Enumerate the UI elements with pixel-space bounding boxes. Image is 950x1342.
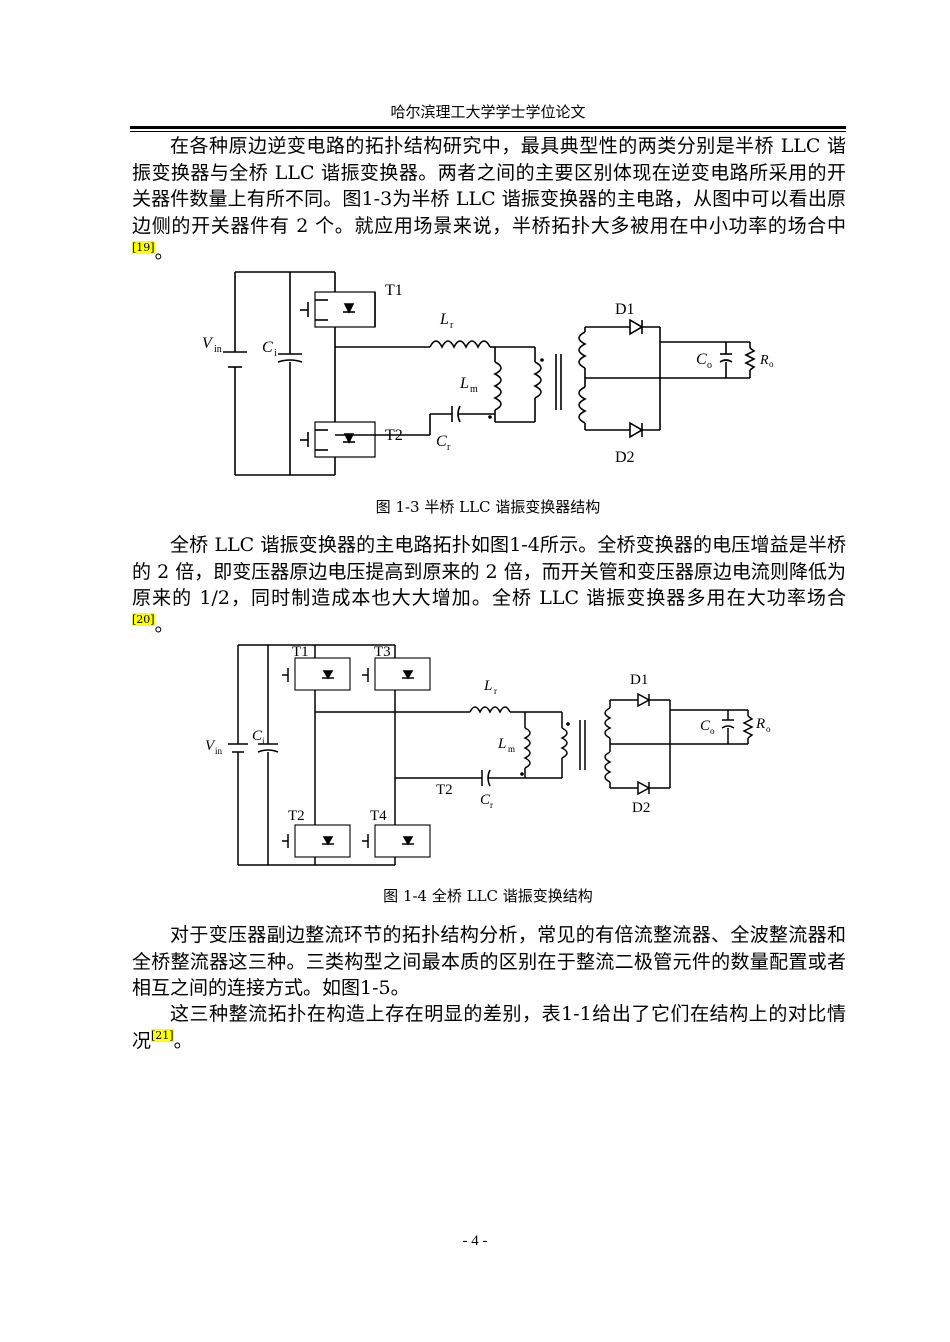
paragraph-1-text: 在各种原边逆变电路的拓扑结构研究中，最具典型性的两类分别是半桥 LLC 谐振变换… <box>132 135 846 237</box>
label-ro: R <box>759 353 769 368</box>
label-d1: D1 <box>630 672 648 688</box>
label-t1: T1 <box>292 644 309 660</box>
label-cr: C <box>480 792 491 808</box>
figure-1-4-caption: 图 1-4 全桥 LLC 谐振变换结构 <box>383 887 593 905</box>
label-cr-sub: r <box>447 442 451 453</box>
page-number: - 4 - <box>462 1233 488 1249</box>
paragraph-4: 这三种整流拓扑在构造上存在明显的差别，表1-1给出了它们在结构上的对比情况[21… <box>132 1001 846 1054</box>
label-t2: T2 <box>385 427 403 444</box>
paragraph-4-text: 这三种整流拓扑在构造上存在明显的差别，表1-1给出了它们在结构上的对比情况 <box>132 1003 846 1052</box>
label-vin: V <box>205 738 216 754</box>
label-ci: C <box>262 339 273 356</box>
paragraph-3-text: 对于变压器副边整流环节的拓扑结构分析，常见的有倍流整流器、全波整流器和全桥整流器… <box>132 924 846 999</box>
label-co: C <box>696 351 707 368</box>
label-lm: L <box>497 736 506 752</box>
running-header: 哈尔滨理工大学学士学位论文 <box>390 103 586 121</box>
label-lm-sub: m <box>508 744 515 754</box>
label-lr: L <box>483 678 492 694</box>
header-rule-thin <box>130 131 846 132</box>
citation-21[interactable]: [21] <box>151 1029 174 1043</box>
figure-1-3-caption: 图 1-3 半桥 LLC 谐振变换器结构 <box>375 498 601 516</box>
label-co: C <box>700 718 711 734</box>
label-ci: C <box>252 728 263 744</box>
figure-full-bridge-llc: V in C i T1 T3 T2 T4 T2 L r L m C r D1 D… <box>205 644 771 866</box>
label-ci-sub: i <box>274 348 277 359</box>
label-vin: V <box>202 335 214 352</box>
paragraph-3: 对于变压器副边整流环节的拓扑结构分析，常见的有倍流整流器、全波整流器和全桥整流器… <box>132 922 846 1002</box>
paragraph-2-end: 。 <box>154 613 174 636</box>
label-cr: C <box>436 433 447 450</box>
polarity-dot <box>488 415 492 419</box>
label-d2: D2 <box>615 449 635 466</box>
label-lr-sub: r <box>494 686 497 696</box>
label-cr-sub: r <box>490 800 493 810</box>
paragraph-2: 全桥 LLC 谐振变换器的主电路拓扑如图1-4所示。全桥变换器的电压增益是半桥的… <box>132 532 846 638</box>
label-ci-sub: i <box>262 736 265 746</box>
label-ro: R <box>755 716 765 732</box>
label-t2: T2 <box>288 808 305 824</box>
label-t1: T1 <box>385 282 403 299</box>
label-t3: T3 <box>374 644 391 660</box>
label-vin-sub: in <box>215 746 223 756</box>
paragraph-1-end: 。 <box>154 241 174 263</box>
label-lm-sub: m <box>470 384 478 395</box>
label-ro-sub: o <box>769 359 774 369</box>
label-d2: D2 <box>632 800 650 816</box>
polarity-dot <box>520 772 524 776</box>
citation-20[interactable]: [20] <box>132 613 155 627</box>
label-co-sub: o <box>707 360 712 371</box>
paragraph-4-end: 。 <box>173 1029 193 1052</box>
paragraph-2-text: 全桥 LLC 谐振变换器的主电路拓扑如图1-4所示。全桥变换器的电压增益是半桥的… <box>132 534 846 609</box>
label-d1: D1 <box>615 301 635 318</box>
paragraph-1: 在各种原边逆变电路的拓扑结构研究中，最具典型性的两类分别是半桥 LLC 谐振变换… <box>132 133 846 266</box>
label-t4: T4 <box>370 808 387 824</box>
header-rule-thick <box>130 126 846 129</box>
label-vin-sub: in <box>214 344 222 355</box>
polarity-dot <box>566 722 570 726</box>
label-co-sub: o <box>710 726 715 736</box>
label-lr-sub: r <box>450 320 454 331</box>
polarity-dot <box>540 358 544 362</box>
citation-19[interactable]: [19] <box>132 240 155 254</box>
label-lm: L <box>459 375 469 392</box>
figure-half-bridge-llc: V in C i T1 T2 L r L m C r D1 D2 C o R o <box>202 271 774 476</box>
label-t2-secondary: T2 <box>436 782 453 798</box>
label-ro-sub: o <box>766 724 771 734</box>
label-lr: L <box>439 311 449 328</box>
